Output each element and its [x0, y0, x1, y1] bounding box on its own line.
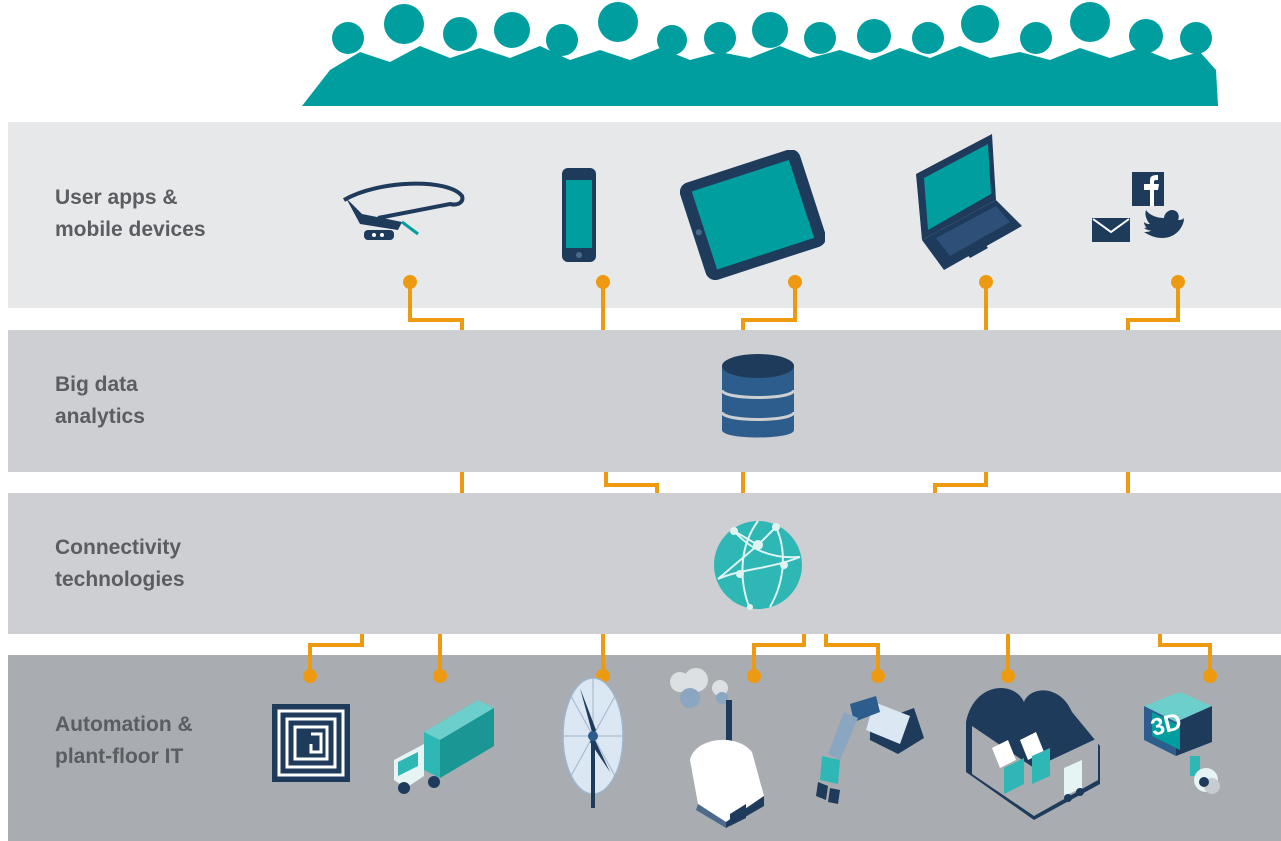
3d-printer-icon: 3D	[1144, 692, 1220, 794]
wind-turbine-icon	[562, 677, 624, 808]
twitter-icon	[1144, 210, 1184, 238]
layer-label-big-data: Big data analytics	[55, 369, 295, 433]
email-icon	[1092, 218, 1130, 242]
truck-icon	[394, 700, 494, 794]
social-media-icon	[1092, 172, 1184, 242]
layer-label-automation: Automation & plant-floor IT	[55, 709, 295, 773]
tablet-icon	[680, 150, 825, 280]
rfid-icon	[272, 704, 350, 782]
database-icon	[720, 354, 796, 438]
globe-network-icon	[714, 520, 802, 610]
layer-band-user-apps	[8, 122, 1281, 308]
layer-band-big-data	[8, 330, 1281, 472]
robot-arm-icon	[816, 696, 924, 804]
layer-label-connectivity: Connectivity technologies	[55, 532, 295, 596]
layer-label-line: plant-floor IT	[55, 745, 184, 768]
smart-glasses-icon	[342, 181, 465, 240]
factory-smoke-icon	[670, 668, 764, 828]
layer-label-line: Connectivity	[55, 536, 182, 559]
laptop-icon	[916, 134, 1022, 270]
layer-label-line: Big data	[55, 373, 138, 396]
layer-band-connectivity	[8, 493, 1281, 634]
smartphone-icon	[562, 168, 596, 262]
crowd-silhouette-icon	[302, 2, 1218, 106]
layer-label-line: analytics	[55, 405, 145, 428]
layer-label-line: technologies	[55, 568, 185, 591]
layer-label-user-apps: User apps & mobile devices	[55, 182, 295, 246]
layer-label-line: User apps &	[55, 186, 178, 209]
layer-label-line: Automation &	[55, 713, 193, 736]
facebook-icon	[1132, 172, 1164, 206]
plant-hall-icon	[966, 688, 1100, 820]
layer-label-line: mobile devices	[55, 218, 206, 241]
